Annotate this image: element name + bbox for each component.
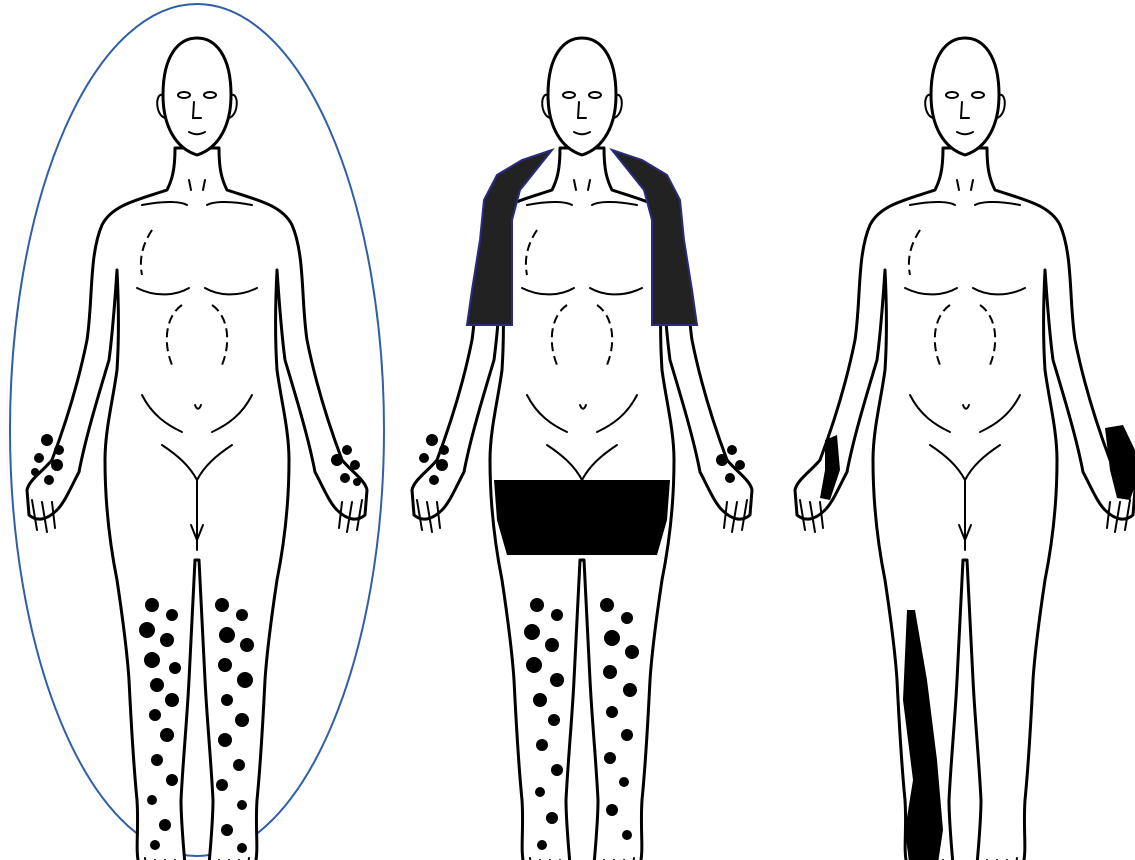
figure-2 (412, 38, 752, 860)
figure-2-thigh-shading (494, 480, 670, 555)
figure-1 (27, 38, 367, 860)
figure-3 (795, 38, 1135, 860)
